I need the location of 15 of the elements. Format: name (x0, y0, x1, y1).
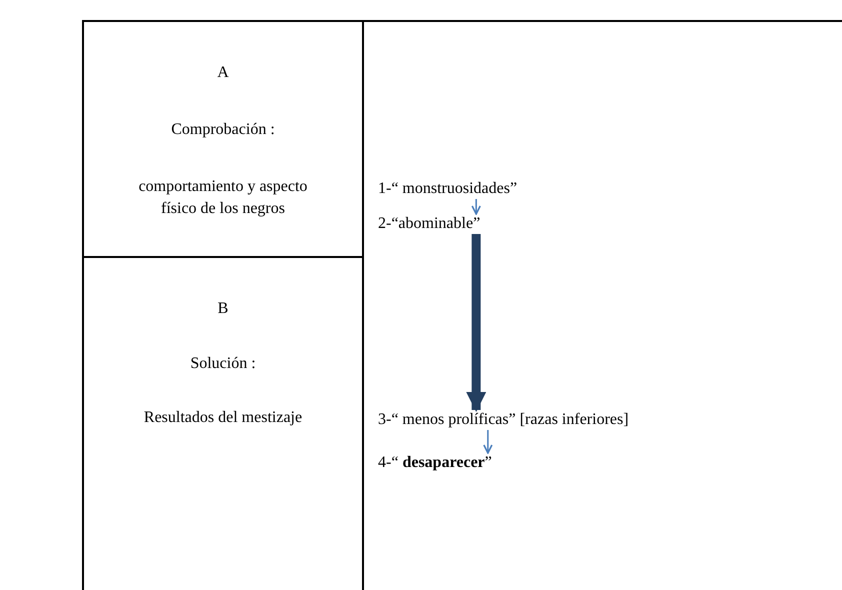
arrow (471, 199, 481, 215)
text-item: 3-“ menos prolíficas” [razas inferiores] (378, 410, 629, 430)
cell-text: Resultados del mestizaje (142, 408, 304, 428)
thick-arrow (466, 234, 486, 412)
table-cell (82, 258, 364, 590)
cell-letter: A (216, 63, 230, 83)
arrow (483, 430, 493, 454)
text-item: 2-“abominable” (378, 214, 480, 234)
cell-letter: B (216, 299, 230, 319)
cell-heading: Solución : (189, 354, 257, 374)
cell-heading: Comprobación : (170, 120, 276, 140)
table-cell (82, 20, 364, 258)
text-item: 1-“ monstruosidades” (378, 179, 518, 199)
text-item: 4-“ desaparecer” (378, 453, 492, 473)
cell-text: comportamiento y aspecto físico de los negros (138, 177, 308, 219)
